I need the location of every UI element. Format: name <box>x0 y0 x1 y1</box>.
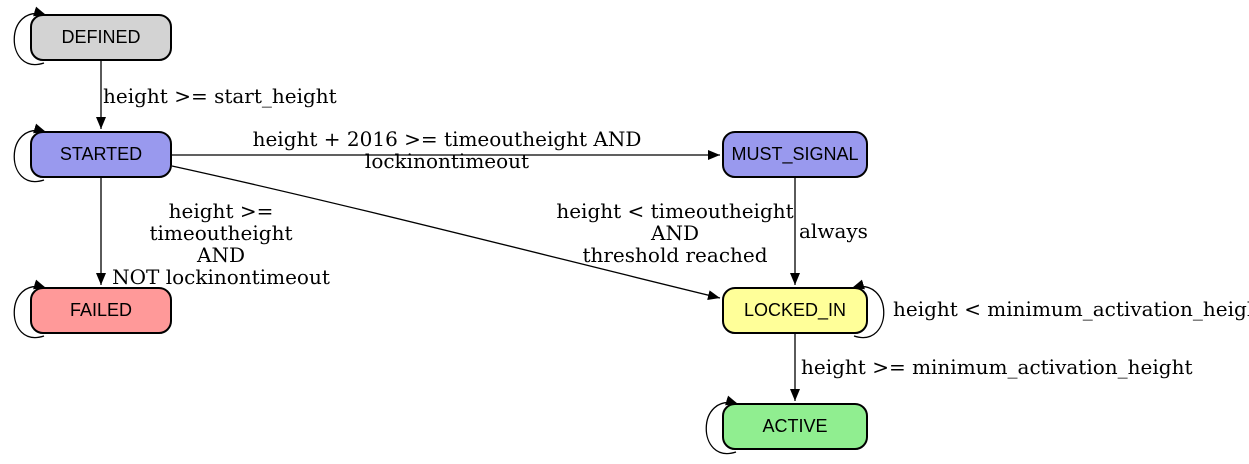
edge-label-must-signal-to-locked-in: always <box>799 219 868 243</box>
edge-active-self-loop <box>705 395 739 455</box>
state-node-active: ACTIVE <box>722 403 868 450</box>
state-node-label: DEFINED <box>61 27 141 47</box>
state-node-label: LOCKED_IN <box>743 300 847 320</box>
state-node-must-signal: MUST_SIGNAL <box>722 131 868 178</box>
state-node-started: STARTED <box>30 131 172 178</box>
edge-failed-self-loop <box>13 279 47 339</box>
edge-locked-in-self-loop <box>851 279 885 339</box>
state-node-failed: FAILED <box>30 287 172 334</box>
edge-label-started-to-failed: height >= timeoutheight AND NOT lockinon… <box>112 199 330 289</box>
state-node-label: FAILED <box>69 300 133 320</box>
edge-started-self-loop <box>13 123 47 183</box>
state-node-label: ACTIVE <box>762 416 828 436</box>
edge-label-started-to-locked-in: height < timeoutheight AND threshold rea… <box>556 199 794 267</box>
edge-defined-self-loop <box>13 6 47 66</box>
edge-label-locked-in-self-loop: height < minimum_activation_height <box>893 297 1249 321</box>
edge-label-locked-in-to-active: height >= minimum_activation_height <box>801 355 1193 379</box>
edge-label-started-to-must-signal: height + 2016 >= timeoutheight AND locki… <box>252 127 642 173</box>
state-node-label: MUST_SIGNAL <box>731 144 859 164</box>
edge-started-to-locked-in <box>171 165 721 301</box>
state-node-defined: DEFINED <box>30 14 172 61</box>
edge-label-defined-to-started: height >= start_height <box>103 84 337 108</box>
state-node-locked-in: LOCKED_IN <box>722 287 868 334</box>
state-node-label: STARTED <box>59 144 143 164</box>
